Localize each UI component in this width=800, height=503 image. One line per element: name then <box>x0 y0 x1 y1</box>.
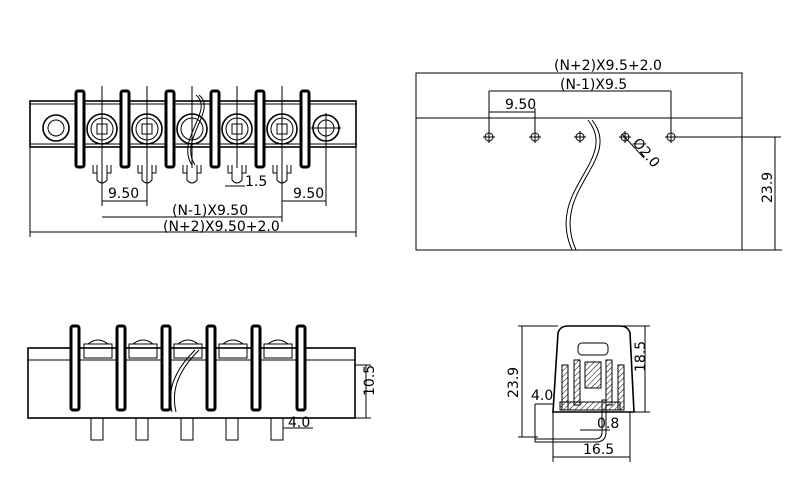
side-view: 10.5 4.0 <box>27 324 378 441</box>
pcb-layout-view: (N+2)X9.5+2.0 (N-1)X9.5 9.50 Ø2.0 23.9 <box>415 58 782 251</box>
end-total-height: 23.9 <box>506 367 522 398</box>
dim-pitch-right: 9.50 <box>293 186 324 202</box>
dim-pitch-left: 9.50 <box>108 186 139 202</box>
mount-hole-left <box>42 114 70 142</box>
end-view: 23.9 4.0 18.5 0.8 16.5 <box>506 325 650 462</box>
dim-overall-length: (N+2)X9.50+2.0 <box>163 219 280 235</box>
side-pin-length: 4.0 <box>288 415 310 431</box>
end-width: 16.5 <box>583 442 614 458</box>
pcb-depth: 23.9 <box>760 172 776 203</box>
pcb-pitch: 9.50 <box>505 97 536 113</box>
pcb-overall-length: (N+2)X9.5+2.0 <box>554 58 662 74</box>
pcb-holes <box>483 131 677 143</box>
dim-span-pins: (N-1)X9.50 <box>172 203 248 219</box>
pcb-hole-diameter: Ø2.0 <box>629 135 663 171</box>
dim-pin-width: 1.5 <box>245 174 267 190</box>
side-body-height: 10.5 <box>362 365 378 396</box>
barriers <box>74 89 311 169</box>
front-view: 9.50 1.5 9.50 (N-1)X9.50 (N+2)X9.50+2.0 <box>29 86 357 237</box>
pcb-span-holes: (N-1)X9.5 <box>560 77 627 93</box>
side-barriers <box>69 324 307 412</box>
end-pin-offset: 4.0 <box>531 388 553 404</box>
end-upper-height: 18.5 <box>633 341 649 372</box>
end-pin-thickness: 0.8 <box>597 416 619 432</box>
